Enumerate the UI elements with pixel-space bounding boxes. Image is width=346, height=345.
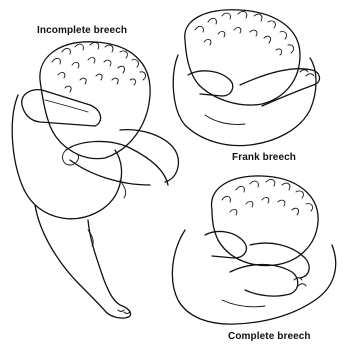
figure-complete-breech [172,176,335,324]
figure-frank-breech [173,10,319,146]
figure-incomplete-breech [12,42,178,318]
